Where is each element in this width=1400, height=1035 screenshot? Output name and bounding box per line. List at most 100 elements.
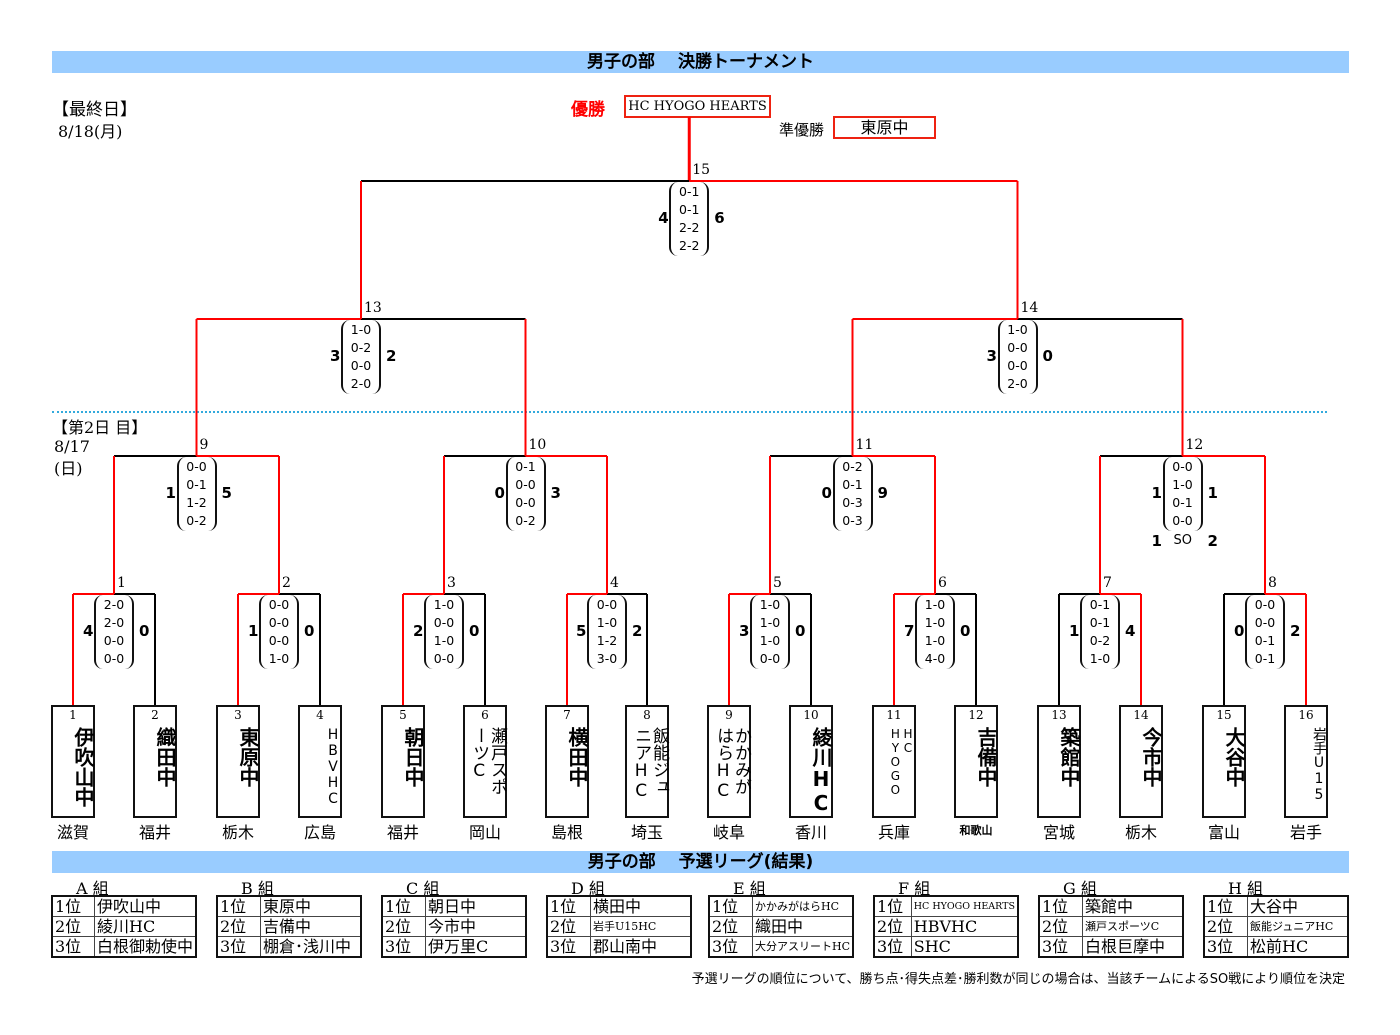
match-number: 11	[855, 437, 874, 453]
team-cell: 織田中	[751, 916, 854, 937]
team-number: 5	[399, 708, 407, 722]
right-total: 0	[139, 622, 150, 640]
period-score: 0-1	[1089, 615, 1111, 630]
group-label: F 組	[898, 879, 931, 898]
group-row: 2位飯能ジュニアHC	[1203, 916, 1349, 937]
rank-cell: 2位	[708, 916, 753, 937]
group-row: 3位松前HC	[1203, 936, 1349, 958]
team-cell: 吉備中	[260, 916, 362, 937]
period-score: 2-2	[679, 220, 700, 235]
period-score: 1-0	[924, 597, 946, 612]
runner-up-label: 準優勝	[779, 121, 825, 139]
team-number: 1	[69, 708, 77, 722]
period-score: 0-0	[515, 495, 536, 510]
match-number: 12	[1185, 437, 1204, 453]
team-name: 東原中	[236, 727, 260, 787]
team-cell: 東原中	[260, 895, 362, 917]
period-score: 0-1	[1254, 633, 1276, 648]
period-score: 0-0	[350, 358, 372, 373]
team-name: 伊吹山中	[71, 727, 95, 807]
team-number: 11	[886, 708, 902, 722]
group-row: 2位織田中	[708, 916, 854, 937]
period-score: 1-2	[186, 495, 207, 510]
team-prefecture: 和歌山	[959, 824, 993, 837]
match-number: 5	[773, 575, 782, 591]
team-prefecture: 栃木	[1124, 823, 1157, 842]
rank-cell: 2位	[1038, 916, 1083, 937]
period-score: 0-1	[1254, 651, 1276, 666]
final-day-date: 8/18(月)	[58, 122, 123, 141]
team-prefecture: 滋賀	[56, 823, 89, 842]
team-cell: 朝日中	[425, 895, 527, 917]
right-total: 3	[550, 484, 561, 502]
team-prefecture: 埼玉	[630, 823, 663, 842]
runner-up-box: 東原中	[833, 116, 936, 139]
tournament-title: 男子の部 決勝トーナメント	[587, 52, 814, 72]
group-row: 1位朝日中	[381, 895, 527, 917]
league-note: 予選リーグの順位について、勝ち点･得失点差･勝利数が同じの場合は、当該チームによ…	[691, 972, 1345, 987]
left-total: 3	[986, 347, 997, 365]
period-score: 0-2	[515, 513, 536, 528]
left-total: 0	[494, 484, 505, 502]
day2-label: 【第2日 目】	[52, 418, 148, 437]
team-name: HC HYOGO	[888, 727, 915, 797]
rank-cell: 1位	[708, 895, 753, 917]
team-prefecture: 富山	[1207, 823, 1240, 842]
period-score: 3-0	[596, 651, 618, 666]
period-score: 1-0	[1172, 477, 1193, 492]
right-total: 0	[795, 622, 806, 640]
match-number: 13	[364, 300, 382, 316]
group-label: B 組	[241, 879, 274, 898]
team-name: 朝日中	[401, 727, 425, 787]
right-total: 0	[469, 622, 480, 640]
team-cell: 松前HC	[1247, 936, 1349, 958]
rank-cell: 1位	[51, 895, 95, 917]
period-score: 0-0	[515, 477, 536, 492]
team-cell: 飯能ジュニアHC	[1247, 916, 1349, 937]
rank-cell: 3位	[873, 936, 912, 958]
period-score: 1-2	[596, 633, 618, 648]
rank-cell: 1位	[381, 895, 426, 917]
period-score: 0-2	[350, 340, 372, 355]
left-total: 3	[739, 622, 750, 640]
group-label: E 組	[733, 879, 766, 898]
match-number: 1	[117, 575, 126, 591]
period-score: 1-0	[1007, 322, 1028, 337]
team-box: 11 HC HYOGO	[872, 705, 916, 818]
right-total: 2	[632, 622, 643, 640]
rank-cell: 2位	[1203, 916, 1248, 937]
period-score: 0-0	[1254, 597, 1276, 612]
rank-cell: 1位	[546, 895, 591, 917]
team-prefecture: 福井	[386, 823, 419, 842]
period-score: 2-0	[103, 597, 125, 612]
period-score: 0-0	[268, 597, 290, 612]
team-number: 15	[1216, 708, 1232, 722]
group-row: 1位築館中	[1038, 895, 1184, 917]
group-row: 1位横田中	[546, 895, 692, 917]
rank-cell: 3位	[1038, 936, 1083, 958]
team-name: 飯能ジュニアHC	[631, 727, 669, 801]
team-prefecture: 宮城	[1042, 823, 1075, 842]
period-score: 2-2	[679, 238, 700, 253]
rank-cell: 1位	[873, 895, 912, 917]
